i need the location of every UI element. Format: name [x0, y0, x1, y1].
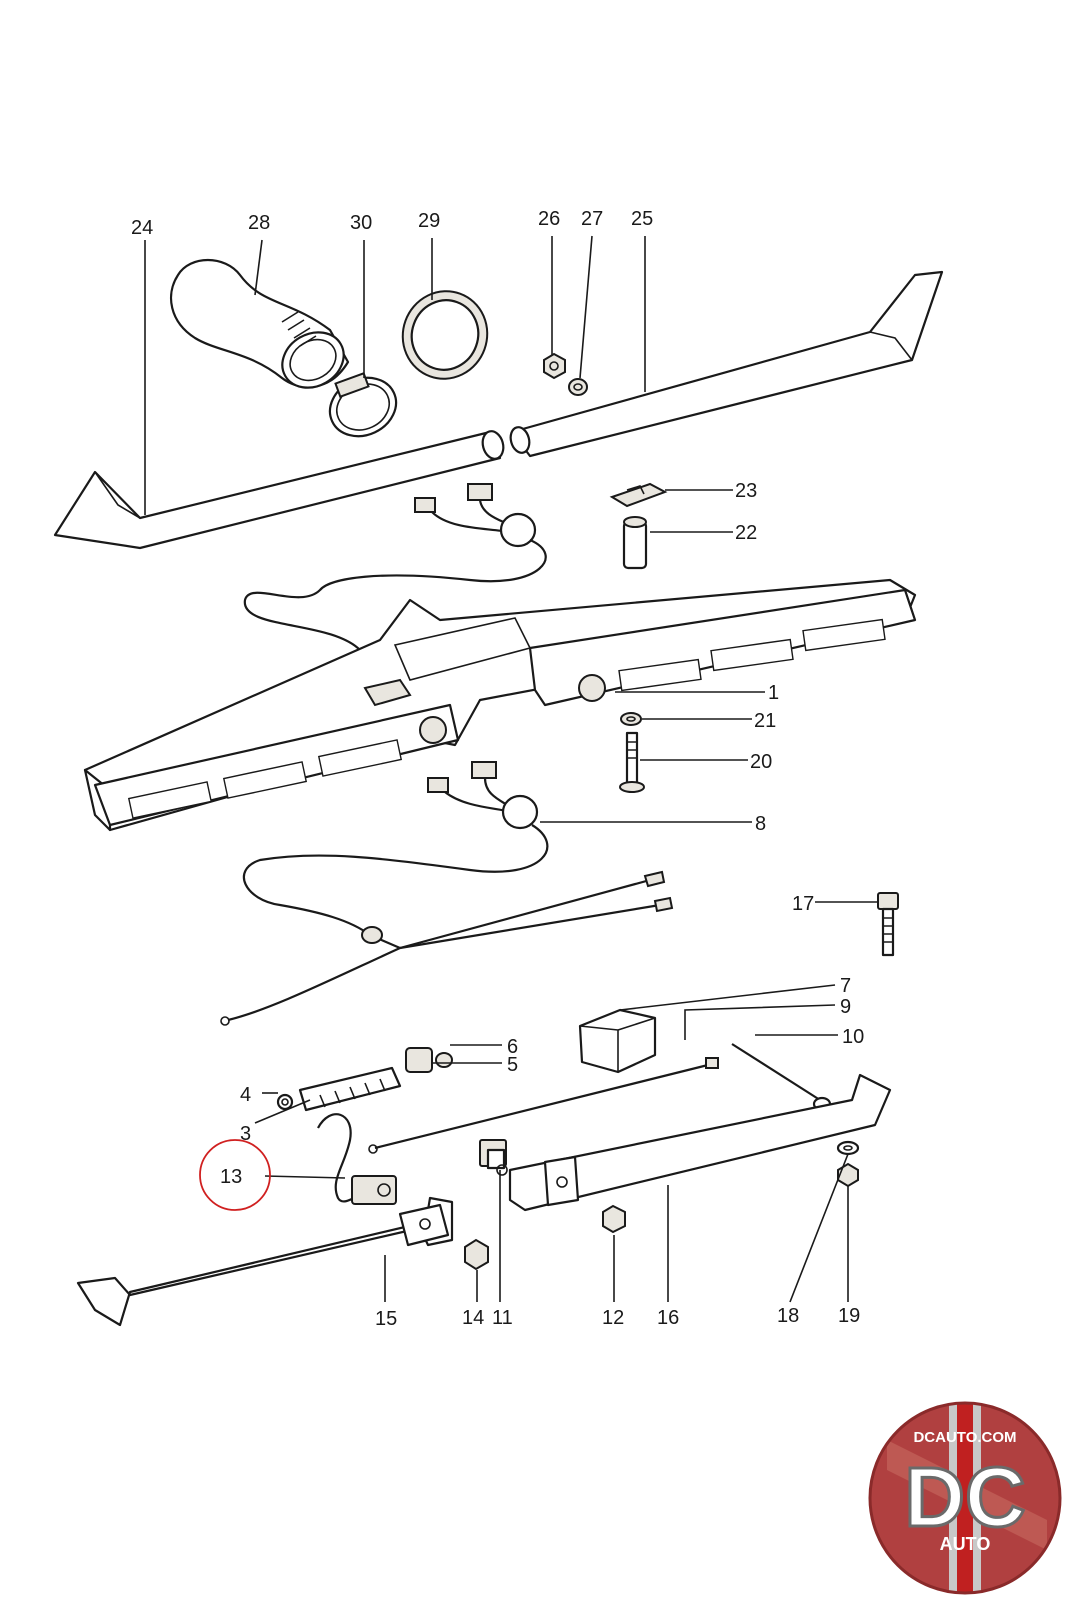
washer-21-part	[620, 712, 642, 726]
label-1: 1	[768, 682, 779, 704]
label-14: 14	[462, 1307, 484, 1329]
label-8: 8	[755, 813, 766, 835]
label-3: 3	[240, 1123, 251, 1145]
cover-7-part	[578, 1008, 657, 1074]
bolt-17-part	[877, 892, 899, 957]
label-27: 27	[581, 208, 603, 230]
nut-14-part	[464, 1238, 489, 1271]
label-22: 22	[735, 522, 757, 544]
label-25: 25	[631, 208, 653, 230]
spacer-sleeve-22-part	[622, 516, 648, 570]
leader-lines	[144, 235, 878, 1303]
sealing-ring-part	[401, 290, 489, 380]
right-adjuster-knob	[578, 674, 606, 702]
strap-10-part	[731, 1043, 832, 1112]
nut-12-part	[602, 1204, 626, 1234]
right-outer-duct-part	[509, 270, 944, 458]
label-30: 30	[350, 212, 372, 234]
label-24: 24	[131, 217, 153, 239]
logo-accent	[957, 1403, 973, 1593]
part-number-labels: 24 28 30 29 26 27 25 23 22 1 21 20 8 17 …	[131, 208, 864, 1330]
label-13: 13	[220, 1166, 242, 1188]
bolt-20-part	[619, 731, 645, 793]
hose-part	[169, 258, 350, 389]
label-19: 19	[838, 1305, 860, 1327]
clip-23-part	[609, 482, 668, 508]
nut-26-part	[543, 352, 566, 380]
left-grille-row	[127, 739, 403, 819]
label-28: 28	[248, 212, 270, 234]
switch-knob-5-part	[405, 1047, 433, 1073]
washer-18-part	[836, 1140, 860, 1156]
right-grille-row	[618, 618, 886, 692]
switch-11-part	[479, 1139, 508, 1176]
label-17: 17	[792, 893, 814, 915]
left-outer-duct-part	[53, 430, 505, 550]
label-21: 21	[754, 710, 776, 732]
label-12: 12	[602, 1307, 624, 1329]
main-air-channel-part	[83, 578, 917, 832]
label-9: 9	[840, 996, 851, 1018]
lower-wiring-harness-part	[220, 761, 674, 1026]
washer-27-part	[568, 378, 588, 396]
washer-4-part	[276, 1093, 294, 1111]
label-10: 10	[842, 1026, 864, 1048]
logo-sub: AUTO	[940, 1534, 991, 1554]
logo-domain: DCAUTO.COM	[913, 1429, 1016, 1446]
temp-switch-13-part	[317, 1113, 397, 1205]
label-5: 5	[507, 1054, 518, 1076]
control-rod-3-part	[298, 1066, 402, 1112]
label-15: 15	[375, 1308, 397, 1330]
dcauto-logo: DCAUTO.COM DC AUTO	[868, 1401, 1062, 1595]
nut-19-part	[837, 1162, 859, 1188]
logo-mark: DC	[904, 1450, 1025, 1544]
label-4: 4	[240, 1084, 251, 1106]
label-16: 16	[657, 1307, 679, 1329]
label-11: 11	[492, 1307, 513, 1329]
left-adjuster-knob	[419, 716, 447, 744]
label-6: 6	[507, 1036, 518, 1058]
right-lower-duct-part	[508, 1073, 892, 1212]
label-18: 18	[777, 1305, 799, 1327]
highlight-ring	[199, 1139, 271, 1211]
cable-9-part	[368, 1057, 719, 1154]
label-20: 20	[750, 751, 772, 773]
label-7: 7	[840, 975, 851, 997]
hose-clamp-part	[328, 372, 398, 438]
label-26: 26	[538, 208, 560, 230]
left-lower-duct-part	[76, 1196, 454, 1327]
label-23: 23	[735, 480, 757, 502]
label-29: 29	[418, 210, 440, 232]
upper-wiring-harness	[243, 483, 547, 651]
nut-6-part	[435, 1052, 453, 1068]
